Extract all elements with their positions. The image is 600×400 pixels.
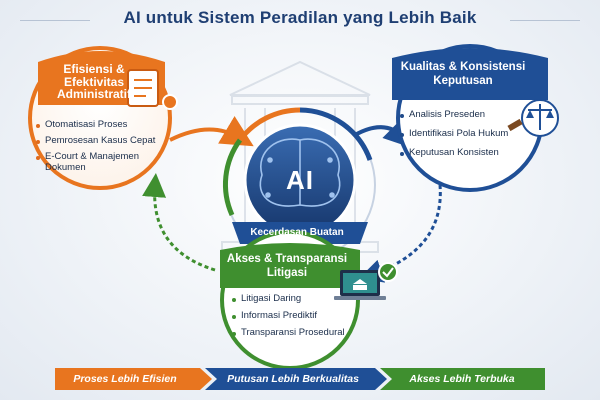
- list-item: Analisis Preseden: [400, 109, 510, 121]
- list-item: Pemrosesan Kasus Cepat: [36, 135, 166, 147]
- kualitas-header-shape: [392, 48, 548, 100]
- title-rule-right: [510, 20, 580, 21]
- akses-card-title: Akses & Transparansi Litigasi: [226, 253, 348, 279]
- footer-chevron-2: [205, 368, 387, 390]
- akses-header-shape: [220, 243, 360, 288]
- footer-label-efisien: Proses Lebih Efisien: [73, 373, 177, 385]
- efisiensi-card-title: Efisiensi & Efektivitas Administratif: [56, 62, 131, 102]
- laptop-courthouse-icon: [334, 262, 398, 300]
- list-item: Keputusan Konsisten: [400, 147, 510, 159]
- scales-gavel-icon: [507, 99, 559, 137]
- arrow-blue-to-green: [358, 184, 442, 283]
- footer-label-terbuka: Akses Lebih Terbuka: [409, 373, 515, 385]
- footer-chevron-1: [55, 368, 212, 390]
- brain-circuit-icon: [259, 138, 341, 207]
- akses-card-list: Litigasi Daring Informasi Prediktif Tran…: [232, 293, 347, 345]
- ai-label: AI: [286, 165, 314, 195]
- arrow-green-to-orange: [142, 173, 216, 272]
- list-item: Informasi Prediktif: [232, 310, 347, 322]
- list-item: Litigasi Daring: [232, 293, 347, 305]
- title-rule-left: [20, 20, 90, 21]
- list-item: E-Court & Manajemen Dokumen: [36, 151, 166, 174]
- efisiensi-card-list: Otomatisasi Proses Pemrosesan Kasus Cepa…: [36, 119, 166, 179]
- list-item: Transparansi Prosedural: [232, 327, 347, 339]
- list-item: Otomatisasi Proses: [36, 119, 166, 131]
- footer-chevron-3: [380, 368, 545, 390]
- ai-banner-label: Kecerdasan Buatan: [250, 227, 344, 238]
- footer-label-berkualitas: Putusan Lebih Berkualitas: [227, 373, 359, 385]
- list-item: Identifikasi Pola Hukum: [400, 128, 510, 140]
- kualitas-card-title: Kualitas & Konsistensi Keputusan: [400, 61, 526, 88]
- diagram-title: AI untuk Sistem Peradilan yang Lebih Bai…: [123, 8, 477, 27]
- clipboard-gear-icon: [127, 69, 178, 110]
- arrow-orange-to-center: [169, 116, 254, 147]
- kualitas-card-list: Analisis Preseden Identifikasi Pola Huku…: [400, 109, 510, 167]
